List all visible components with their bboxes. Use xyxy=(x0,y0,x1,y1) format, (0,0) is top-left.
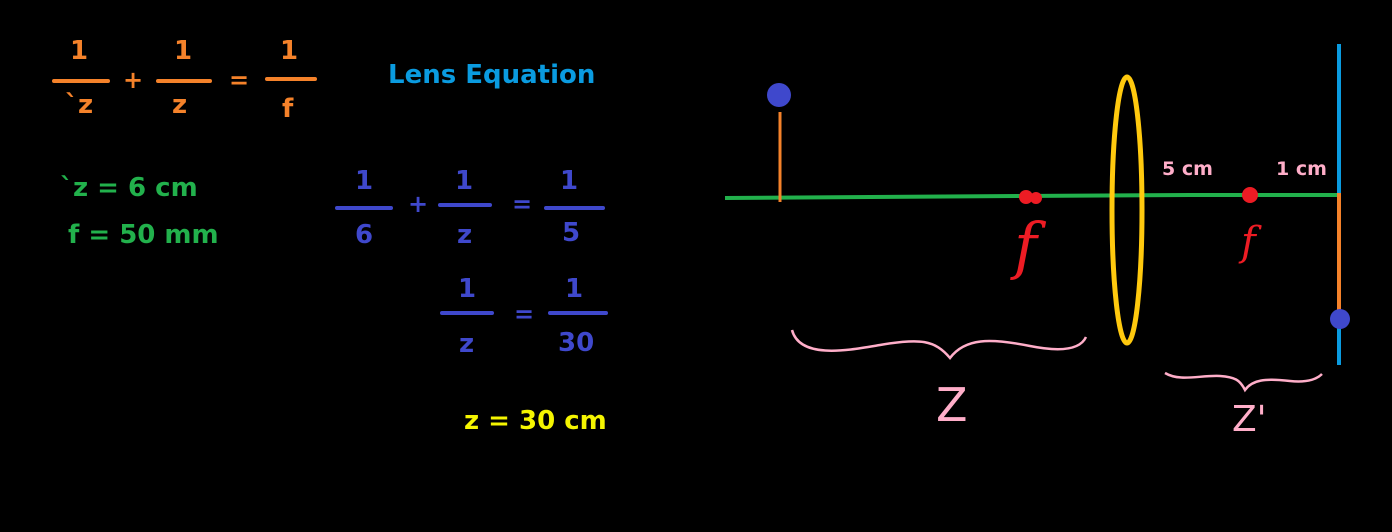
eq-fraction-bar-2 xyxy=(156,79,212,83)
result-z: z = 30 cm xyxy=(464,406,607,436)
step1-fraction-bar-3 xyxy=(544,206,605,210)
focal-label-right: f xyxy=(1241,219,1256,265)
step1-fraction-bar-1 xyxy=(335,206,393,210)
eq-term2-denominator: z xyxy=(172,90,188,120)
focal-point-left xyxy=(1019,190,1033,204)
eq-term1-denominator: `z xyxy=(65,90,94,120)
eq-fraction-bar-1 xyxy=(52,79,110,83)
step2-term1-denominator: z xyxy=(459,329,475,359)
given-z-prime: `z = 6 cm xyxy=(60,173,198,203)
step1-term2-denominator: z xyxy=(457,220,473,250)
step1-plus: + xyxy=(408,190,429,218)
lens-ellipse xyxy=(1109,74,1145,346)
step1-fraction-bar-2 xyxy=(438,203,492,207)
step2-term2-denominator: 30 xyxy=(558,328,595,358)
step1-term3-denominator: 5 xyxy=(562,218,581,248)
eq-term3-numerator: 1 xyxy=(280,36,299,66)
lens-equation-title: Lens Equation xyxy=(388,60,596,90)
step2-term1-numerator: 1 xyxy=(458,274,477,304)
brace-z-label: Z xyxy=(936,378,968,432)
step1-equals: = xyxy=(512,190,533,218)
step2-fraction-bar-1 xyxy=(440,311,494,315)
eq-term2-numerator: 1 xyxy=(174,36,193,66)
eq-term3-denominator: f xyxy=(282,94,294,124)
image-head xyxy=(1330,309,1350,329)
object-head xyxy=(767,83,791,107)
brace-z-prime xyxy=(1164,371,1323,393)
focal-point-right xyxy=(1242,187,1258,203)
step1-term2-numerator: 1 xyxy=(455,166,474,196)
step1-term1-denominator: 6 xyxy=(355,220,374,250)
eq-plus: + xyxy=(123,66,144,94)
eq-fraction-bar-3 xyxy=(265,77,317,81)
eq-term1-numerator: 1 xyxy=(70,36,89,66)
step1-term1-numerator: 1 xyxy=(355,166,374,196)
brace-z xyxy=(790,329,1088,361)
label-1cm: 1 cm xyxy=(1276,158,1327,180)
step2-equals: = xyxy=(514,300,535,328)
label-5cm: 5 cm xyxy=(1162,158,1213,180)
eq-equals: = xyxy=(229,66,250,94)
step2-fraction-bar-2 xyxy=(548,311,608,315)
step1-term3-numerator: 1 xyxy=(560,166,579,196)
step2-term2-numerator: 1 xyxy=(565,274,584,304)
given-focal-length: f = 50 mm xyxy=(68,220,219,250)
brace-z-prime-label: Z' xyxy=(1232,399,1267,440)
focal-label-left: f xyxy=(1014,209,1037,282)
